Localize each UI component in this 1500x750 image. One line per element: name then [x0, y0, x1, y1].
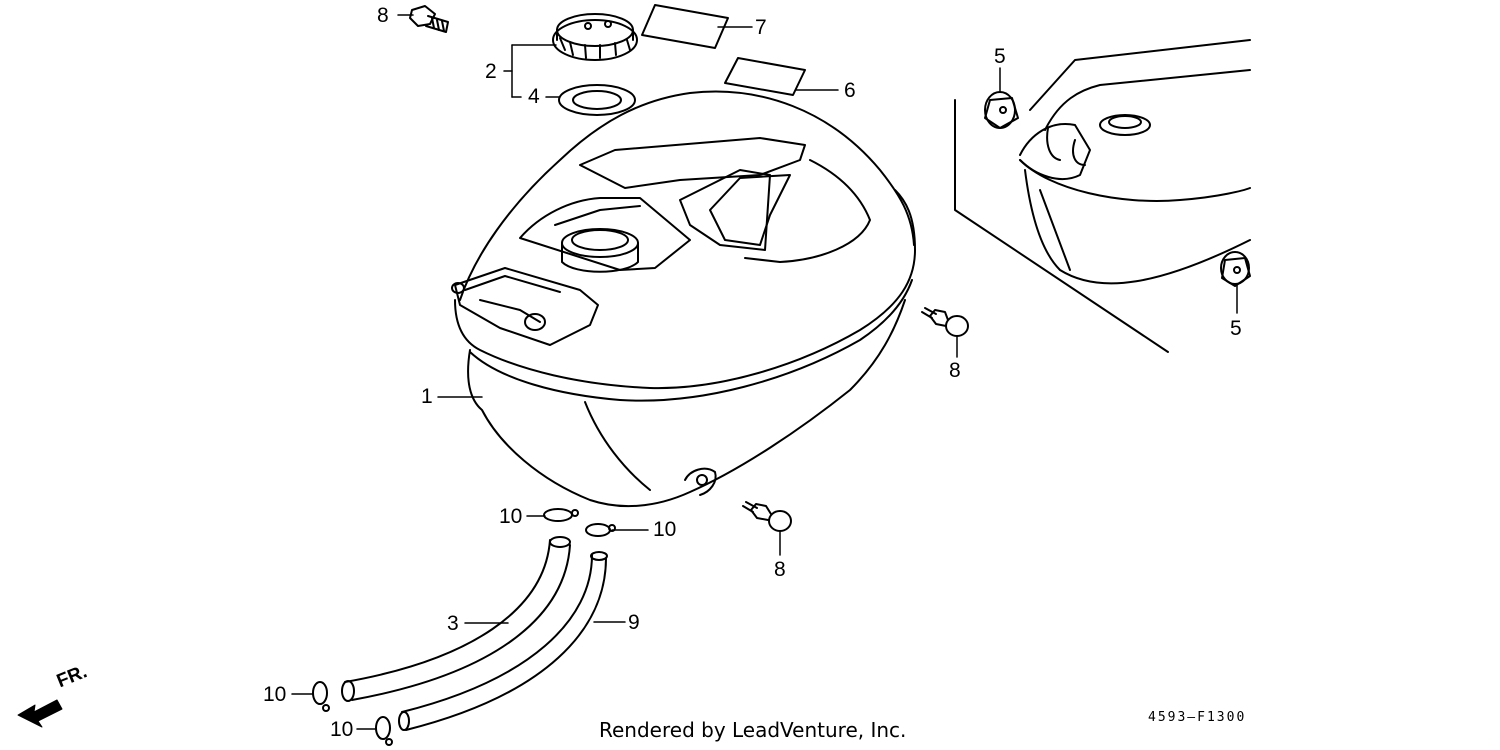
fuel-cap: [552, 13, 638, 61]
bolt-top: [409, 5, 449, 33]
callout-8-right: 8: [949, 359, 961, 382]
callout-7: 7: [755, 16, 767, 39]
hose-3: [341, 536, 571, 702]
callout-4: 4: [528, 85, 540, 108]
clip-lower-1: [312, 681, 330, 712]
callout-9: 9: [628, 611, 640, 634]
callout-5-upper: 5: [994, 45, 1006, 68]
leader-lines: [291, 14, 1238, 730]
cap-gasket: [558, 84, 636, 116]
render-credit: Rendered by LeadVenture, Inc.: [599, 718, 907, 742]
callout-5-lower: 5: [1230, 317, 1242, 340]
callout-10-lower-2: 10: [330, 718, 354, 741]
callout-3: 3: [447, 612, 459, 635]
clip-lower-2: [375, 716, 393, 746]
callout-10-lower-1: 10: [263, 683, 287, 706]
diagram-code: 4593–F1300: [1148, 710, 1247, 725]
callout-6: 6: [844, 79, 856, 102]
callout-8-top: 8: [377, 4, 389, 27]
clip-upper-right: [585, 523, 616, 537]
callout-2: 2: [485, 60, 497, 83]
callout-8-bottom: 8: [774, 558, 786, 581]
grommet-upper: [984, 91, 1019, 129]
grommet-lower: [1220, 251, 1251, 287]
callout-10-upper-left: 10: [499, 505, 523, 528]
callout-1: 1: [421, 385, 433, 408]
front-direction-arrow: [17, 699, 63, 728]
fuel-tank: [451, 90, 916, 508]
bolt-bottom: [742, 501, 792, 532]
inset-view: [954, 39, 1251, 353]
decal-7: [641, 4, 729, 49]
decal-6: [724, 57, 806, 96]
bolt-right: [921, 307, 969, 337]
hose-9: [398, 551, 608, 731]
callout-10-upper-right: 10: [653, 518, 677, 541]
clip-upper-left: [543, 508, 579, 522]
